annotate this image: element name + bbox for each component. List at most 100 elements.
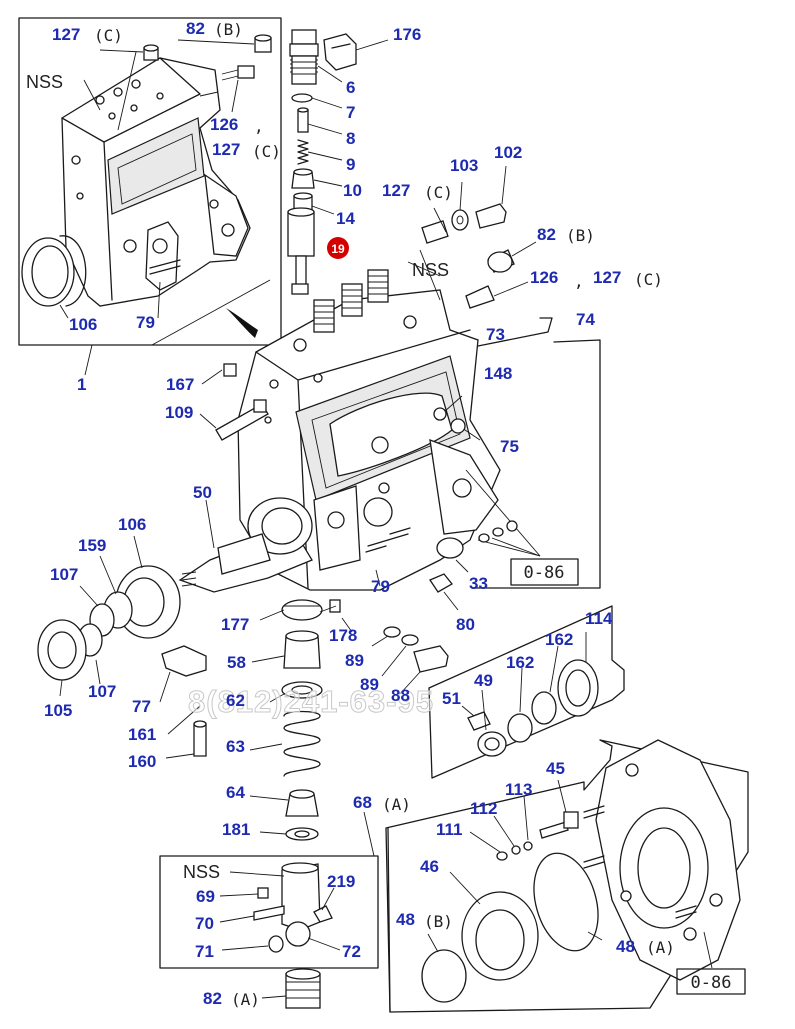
callout-63: 63 bbox=[226, 737, 245, 756]
callout-7: 7 bbox=[346, 103, 355, 122]
callout-code: (A) bbox=[231, 990, 260, 1009]
highlight-badge-19 bbox=[327, 237, 349, 259]
callout-code: (A) bbox=[646, 938, 675, 957]
callout-178: 178 bbox=[329, 626, 357, 645]
lower-left-clips bbox=[159, 645, 207, 759]
washers-and-bolt bbox=[371, 626, 449, 695]
oring-and-nut bbox=[375, 537, 469, 611]
centre-spring-column bbox=[249, 599, 353, 841]
callout-148: 148 bbox=[484, 364, 512, 383]
callout-49: 49 bbox=[474, 671, 493, 690]
ref-box-upper: 0-86 bbox=[465, 469, 579, 586]
callout-159: 159 bbox=[78, 536, 106, 555]
callout-127: 127 bbox=[212, 140, 240, 159]
callout-48: 48 bbox=[616, 937, 635, 956]
callout-89: 89 bbox=[345, 651, 364, 670]
callout-48: 48 bbox=[396, 910, 415, 929]
callout-73: 73 bbox=[486, 325, 505, 344]
callout-code: (C) bbox=[252, 142, 281, 161]
callout-1: 1 bbox=[77, 375, 86, 394]
callout-112: 112 bbox=[470, 799, 497, 818]
callout-45: 45 bbox=[546, 759, 565, 778]
direction-arrow-icon bbox=[226, 308, 258, 338]
callout-51: 51 bbox=[442, 689, 461, 708]
callout-127: 127 bbox=[382, 181, 410, 200]
callout-code: (C) bbox=[94, 26, 123, 45]
callout-71: 71 bbox=[195, 942, 214, 961]
callout-69: 69 bbox=[196, 887, 215, 906]
callout-102: 102 bbox=[494, 143, 522, 162]
bearing-panel bbox=[428, 605, 625, 779]
callout-88: 88 bbox=[391, 686, 410, 705]
callout-code: (B) bbox=[566, 226, 595, 245]
callout-113: 113 bbox=[505, 780, 532, 799]
callout-160: 160 bbox=[128, 752, 156, 771]
callout-177: 177 bbox=[221, 615, 249, 634]
lower-inset-panel bbox=[159, 811, 379, 1009]
highlight-badge-text: 19 bbox=[331, 242, 345, 256]
callout-107: 107 bbox=[88, 682, 116, 701]
callout-72: 72 bbox=[342, 942, 361, 961]
callout-126: 126 bbox=[210, 115, 238, 134]
top-right-fittings bbox=[421, 165, 537, 309]
callout-127: 127 bbox=[52, 25, 80, 44]
callout-code: (A) bbox=[382, 795, 411, 814]
nss-label-bottom: NSS bbox=[183, 862, 220, 882]
callout-79: 79 bbox=[136, 313, 155, 332]
watermark-phone: 8(812)241-63-95 bbox=[188, 684, 434, 719]
callout-162: 162 bbox=[545, 630, 573, 649]
callout-50: 50 bbox=[193, 483, 212, 502]
nss-label-right: NSS bbox=[412, 260, 449, 280]
callout-126: 126 bbox=[530, 268, 558, 287]
callout-74: 74 bbox=[576, 310, 595, 329]
callout-176: 176 bbox=[393, 25, 421, 44]
delivery-valve-stack bbox=[287, 29, 389, 295]
callout-167: 167 bbox=[166, 375, 194, 394]
callout-6: 6 bbox=[346, 78, 355, 97]
drive-shaft-assembly bbox=[37, 497, 313, 697]
callout-181: 181 bbox=[222, 820, 250, 839]
callout-comma: , bbox=[574, 272, 584, 291]
callout-82: 82 bbox=[186, 19, 205, 38]
callout-code: (C) bbox=[424, 183, 453, 202]
callout-comma: , bbox=[254, 117, 264, 136]
lower-right-cover-panel bbox=[385, 739, 749, 1013]
callout-70: 70 bbox=[195, 914, 214, 933]
ref-box-lower: 0-86 bbox=[676, 968, 746, 995]
callout-58: 58 bbox=[227, 653, 246, 672]
callout-105: 105 bbox=[44, 701, 72, 720]
callout-9: 9 bbox=[346, 155, 355, 174]
callout-code: (C) bbox=[634, 270, 663, 289]
callout-77: 77 bbox=[132, 697, 151, 716]
callout-109: 109 bbox=[165, 403, 193, 422]
inset-housing-panel bbox=[18, 17, 282, 346]
callout-64: 64 bbox=[226, 783, 245, 802]
svg-text:0-86: 0-86 bbox=[524, 563, 565, 583]
callout-103: 103 bbox=[450, 156, 478, 175]
callout-127: 127 bbox=[593, 268, 621, 287]
callout-219: 219 bbox=[327, 872, 355, 891]
callout-8: 8 bbox=[346, 129, 355, 148]
callout-162: 162 bbox=[506, 653, 534, 672]
nss-label-top: NSS bbox=[26, 72, 63, 92]
callout-75: 75 bbox=[500, 437, 519, 456]
callout-111: 111 bbox=[436, 820, 463, 839]
callout-161: 161 bbox=[128, 725, 156, 744]
callout-89: 89 bbox=[360, 675, 379, 694]
callout-106: 106 bbox=[69, 315, 97, 334]
callout-code: (B) bbox=[214, 20, 243, 39]
callout-106: 106 bbox=[118, 515, 146, 534]
callout-114: 114 bbox=[585, 609, 613, 628]
callout-62: 62 bbox=[226, 691, 245, 710]
callout-14: 14 bbox=[336, 209, 355, 228]
callout-numbers: 127 (C) 82 (B) 126 , 127 (C) 106 79 1 17… bbox=[44, 19, 675, 1009]
callout-80: 80 bbox=[456, 615, 475, 634]
callout-79: 79 bbox=[371, 577, 390, 596]
callout-107: 107 bbox=[50, 565, 78, 584]
callout-68: 68 bbox=[353, 793, 372, 812]
callout-82: 82 bbox=[203, 989, 222, 1008]
callout-10: 10 bbox=[343, 181, 362, 200]
callout-46: 46 bbox=[420, 857, 439, 876]
callout-82: 82 bbox=[537, 225, 556, 244]
